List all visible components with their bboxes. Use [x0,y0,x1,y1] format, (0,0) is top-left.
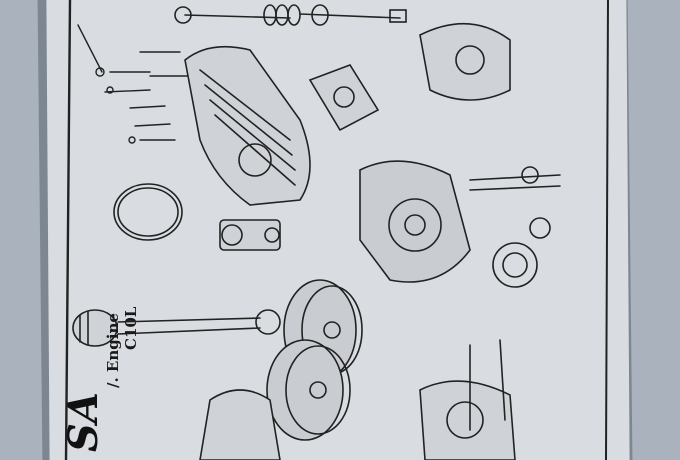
timing-cover [419,22,511,101]
crankcase [359,160,471,283]
bolt-set [77,24,191,144]
crankcase-half-right [419,339,516,460]
rocker-box [308,64,380,132]
gear-and-washers [469,166,561,288]
caption-line-1: /. Engine [104,313,122,388]
valve-assembly [174,4,407,26]
cylinder-head [184,45,311,206]
page-border-left [64,0,72,460]
piston-and-conrod [72,309,281,347]
caption-line-2: C10L [122,306,140,350]
page-border-right [605,0,609,460]
piston-ring [113,183,183,241]
brand-text: SA [60,392,107,452]
magneto [219,219,281,251]
flywheel-lower [266,339,351,441]
diagram-caption: /. Engine C10L [104,307,140,388]
crankcase-half-left [199,389,281,460]
